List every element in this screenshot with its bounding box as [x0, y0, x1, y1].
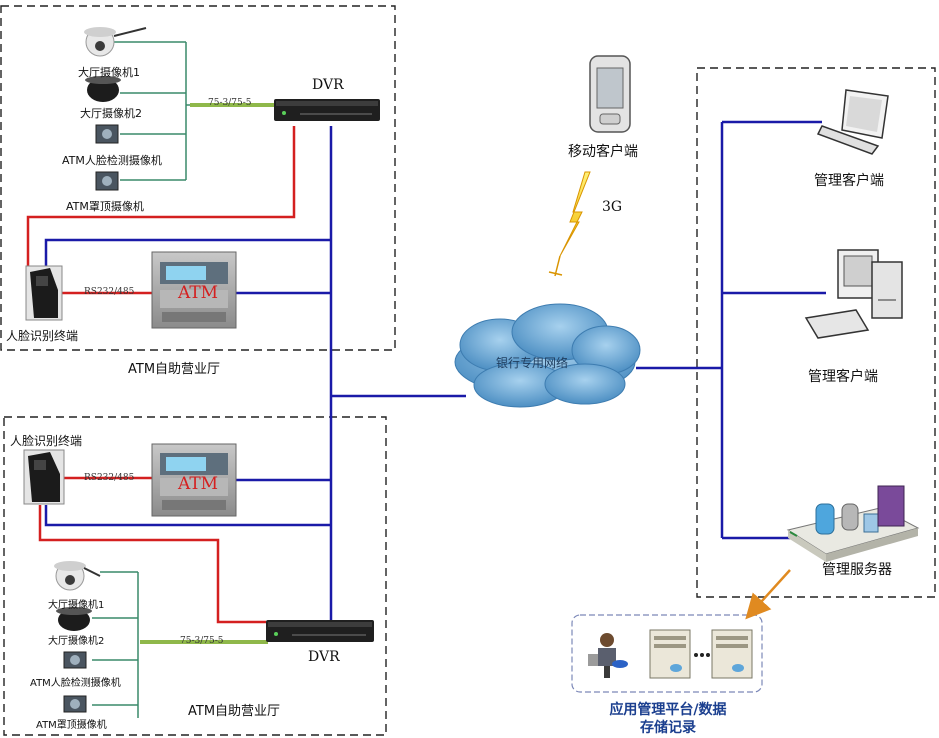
serial-label-top: RS232/485: [84, 287, 135, 297]
camera-bus-top: [110, 41, 205, 181]
face-camera-bottom: [63, 651, 87, 669]
mobile-phone-icon: [589, 55, 631, 133]
lightning-tail: [554, 255, 561, 277]
atm-machine-top: [151, 251, 237, 329]
platform-box: [571, 614, 763, 693]
management-zone-box: [696, 67, 936, 598]
platform-label-line-1: 应用管理平台/数据: [609, 702, 727, 718]
serial-label-bottom: RS232/485: [84, 473, 135, 483]
face-terminal-top-device: [25, 265, 63, 321]
dvr-top-device: [274, 99, 380, 121]
platform-label: 应用管理平台/数据 存储记录: [578, 701, 758, 737]
zone-title-top: ATM自助营业厅: [128, 362, 221, 377]
canopy-camera-top: [95, 171, 119, 191]
camera-label-1-top: 大厅摄像机1: [78, 66, 140, 79]
dome-camera-2-top: [85, 76, 121, 102]
desktop-pc-icon: [804, 249, 903, 339]
platform-label-line-2: 存储记录: [640, 720, 696, 736]
camera-label-4-bottom: ATM罩顶摄像机: [36, 720, 107, 731]
desktop-client-label: 管理客户端: [808, 369, 878, 385]
storage-server-1-icon: [649, 629, 691, 679]
atm-text-top: ATM: [178, 283, 219, 303]
face-camera-top: [95, 124, 119, 144]
dvr-label-bottom: DVR: [308, 649, 340, 665]
dvr-bottom-device: [266, 620, 374, 642]
cable-label-top: 75-3/75-5: [208, 98, 252, 108]
atm-text-bottom: ATM: [178, 474, 219, 494]
dvr-label-top: DVR: [312, 77, 344, 93]
storage-link-dots: [694, 653, 710, 657]
camera-bus-bottom: [92, 571, 139, 718]
camera-label-1-bottom: 大厅摄像机1: [48, 600, 105, 611]
face-terminal-bottom-device: [23, 449, 65, 505]
storage-server-2-icon: [711, 629, 753, 679]
mobile-client-label: 移动客户端: [568, 144, 638, 160]
zone-bottom-box: [3, 416, 387, 736]
atm-machine-bottom: [151, 443, 237, 517]
camera-label-3-top: ATM人脸检测摄像机: [62, 154, 162, 167]
camera-label-4-top: ATM罩顶摄像机: [66, 200, 144, 213]
laptop-icon: [816, 89, 889, 155]
red-lines: [26, 126, 296, 624]
camera-label-2-bottom: 大厅摄像机2: [48, 636, 105, 647]
camera-label-2-top: 大厅摄像机2: [80, 107, 142, 120]
server-to-platform-arrow: [745, 569, 791, 620]
face-terminal-label-top: 人脸识别终端: [6, 329, 79, 343]
lightning-bolt: [559, 171, 591, 257]
cable-label-bottom: 75-3/75-5: [180, 636, 224, 646]
dome-camera-2-bottom: [56, 607, 92, 631]
bank-network-cloud: [454, 303, 641, 408]
dome-camera-1-bottom: [54, 561, 101, 591]
laptop-client-label: 管理客户端: [814, 173, 884, 189]
zone-title-bottom: ATM自助营业厅: [188, 704, 281, 719]
management-server-icon: [786, 485, 920, 562]
cloud-label: 银行专用网络: [496, 356, 569, 370]
blue-network-lines: [44, 120, 826, 620]
face-terminal-label-bottom: 人脸识别终端: [10, 434, 83, 448]
canopy-camera-bottom: [63, 695, 87, 713]
server-label: 管理服务器: [822, 562, 892, 578]
zone-top-box: [0, 5, 396, 351]
lightning-tick: [548, 271, 563, 276]
dome-camera-1-top: [84, 27, 147, 57]
wireless-label: 3G: [602, 199, 623, 215]
camera-label-3-bottom: ATM人脸检测摄像机: [30, 678, 121, 689]
operator-icon: [588, 633, 628, 678]
